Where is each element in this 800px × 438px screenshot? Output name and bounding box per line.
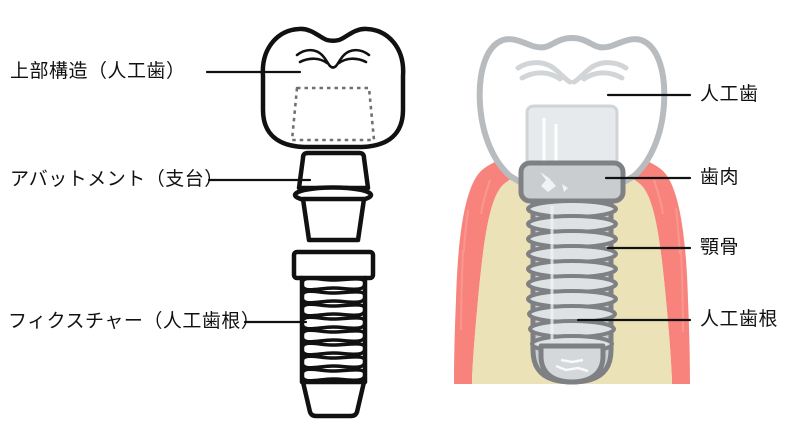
- gum-texture: [460, 179, 684, 333]
- crown-outline: [260, 26, 406, 150]
- implant-threads: [526, 199, 618, 354]
- right-insitu-diagram: [454, 35, 692, 385]
- crown-part: [260, 26, 406, 150]
- label-superstructure: 上部構造（人工歯）: [10, 60, 186, 82]
- fixture-part: [291, 249, 376, 419]
- fixture-threads: [300, 276, 367, 383]
- label-abutment: アバットメント（支台）: [10, 168, 224, 190]
- implant-collar: [518, 160, 626, 204]
- implant-apex: [538, 343, 606, 385]
- crown-cavity-dashed: [290, 86, 376, 142]
- right-leader-lines: [576, 93, 692, 322]
- label-fixture: フィクスチャー（人工歯根）: [8, 310, 261, 332]
- implant-collar-highlight: [540, 172, 568, 192]
- crown-fissure-lines: [295, 48, 371, 69]
- abutment-part: [292, 150, 374, 243]
- label-artificial-tooth: 人工歯: [700, 83, 759, 105]
- artificial-tooth-fissure: [515, 60, 629, 85]
- artificial-root-implant: [526, 198, 618, 385]
- label-gum: 歯肉: [700, 166, 740, 188]
- abutment-upper: [296, 150, 371, 191]
- implant-apex-texture: [555, 358, 589, 373]
- left-exploded-diagram: [205, 26, 406, 419]
- label-artificial-root: 人工歯根: [700, 308, 779, 330]
- abutment-lower: [300, 196, 367, 243]
- fixture-tip: [300, 379, 367, 419]
- fixture-head: [291, 249, 376, 281]
- label-jawbone: 顎骨: [700, 236, 740, 258]
- left-leader-lines: [205, 70, 312, 324]
